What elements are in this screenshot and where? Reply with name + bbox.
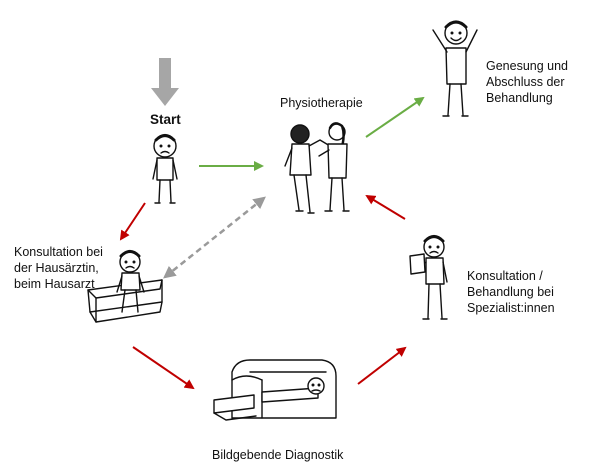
arrow-imaging-to-specialist — [357, 346, 407, 385]
start-label: Start — [150, 112, 181, 127]
arrow-physio-to-recovery — [365, 96, 425, 138]
recovered-person-icon — [432, 20, 478, 117]
specialist-label-line-3: Spezialist:innen — [467, 301, 555, 315]
recovery-label-line-1: Genesung und — [486, 59, 569, 73]
gp-label-line-2: der Hausärztin, — [14, 261, 99, 275]
physiotherapy-label: Physiotherapie — [280, 96, 363, 110]
arrow-start-to-gp — [119, 202, 146, 241]
mri-scanner-icon — [213, 359, 337, 421]
arrow-gp-to-imaging — [132, 346, 195, 390]
gp-label-line-3: beim Hausarzt — [14, 277, 95, 291]
start-arrow-icon — [151, 58, 179, 106]
specialist-patient-icon — [409, 235, 448, 320]
gp-patient-on-bench-icon — [87, 250, 163, 323]
arrow-gp-physio-dashed — [163, 196, 266, 279]
gp-consultation-label: Konsultation bei der Hausärztin, beim Ha… — [14, 244, 103, 292]
specialist-label: Konsultation / Behandlung bei Spezialist… — [467, 268, 555, 316]
recovery-label: Genesung und Abschluss der Behandlung — [486, 58, 568, 106]
start-person-icon — [152, 134, 178, 204]
recovery-label-line-2: Abschluss der — [486, 75, 565, 89]
recovery-label-line-3: Behandlung — [486, 91, 553, 105]
gp-label-line-1: Konsultation bei — [14, 245, 103, 259]
specialist-label-line-2: Behandlung bei — [467, 285, 554, 299]
physiotherapy-figures-icon — [284, 122, 350, 214]
specialist-label-line-1: Konsultation / — [467, 269, 543, 283]
arrow-specialist-to-physio — [365, 194, 406, 220]
imaging-label: Bildgebende Diagnostik — [212, 448, 344, 462]
